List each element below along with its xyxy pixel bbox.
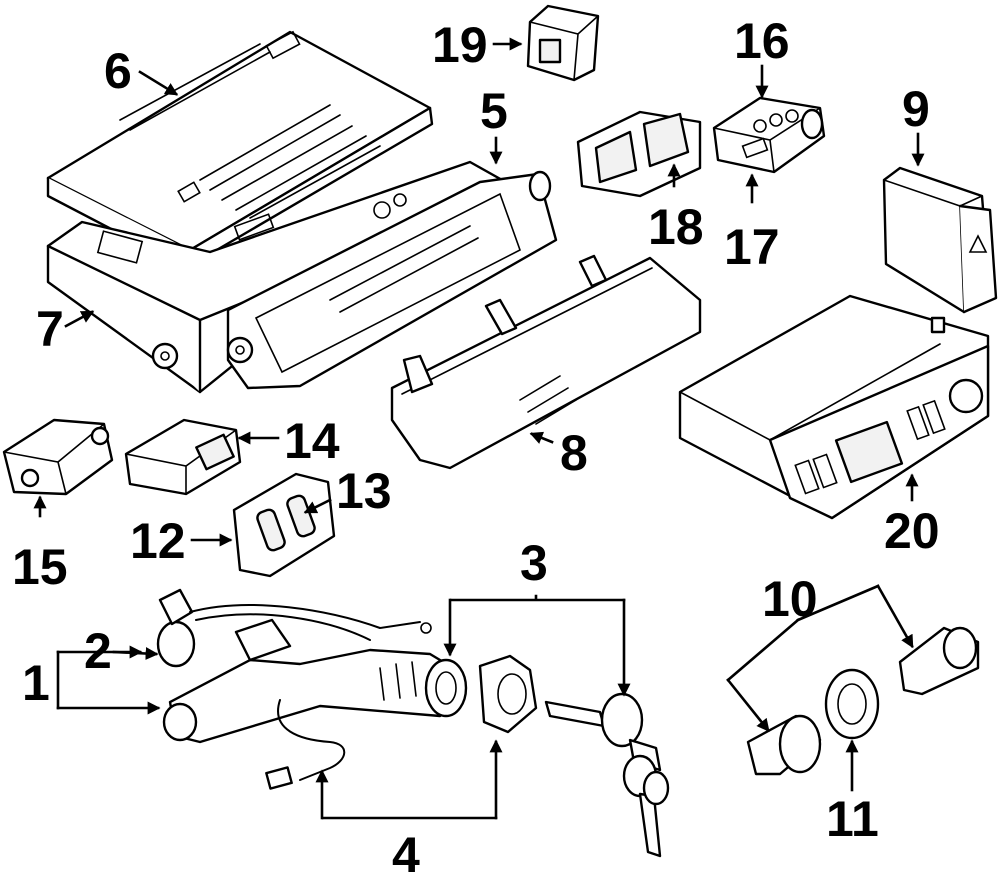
- callout-10: 10: [762, 571, 818, 627]
- callout-16: 16: [734, 13, 790, 69]
- callout-15: 15: [12, 539, 68, 595]
- callout-3: 3: [520, 535, 548, 591]
- part-14-switch: [124, 418, 242, 496]
- part-10-11-lighter: [746, 626, 980, 776]
- callout-18: 18: [648, 199, 704, 255]
- callout-7: 7: [36, 301, 64, 357]
- hazard-triangle-icon: [968, 234, 988, 253]
- callout-5: 5: [480, 83, 508, 139]
- callout-8: 8: [560, 425, 588, 481]
- callout-11: 11: [826, 791, 879, 847]
- part-3-lock-cylinder-keys: [544, 692, 670, 858]
- part-15-switch: [2, 418, 114, 496]
- part-12-13-switch-bezel: [232, 472, 336, 578]
- callout-17: 17: [724, 219, 780, 275]
- callout-1: 1: [22, 655, 50, 711]
- callout-13: 13: [336, 463, 392, 519]
- callout-4: 4: [392, 827, 420, 878]
- callout-6: 6: [104, 43, 132, 99]
- callout-12: 12: [130, 513, 186, 569]
- callout-2: 2: [84, 623, 112, 679]
- part-20-climate-control: [678, 294, 990, 520]
- callout-14: 14: [284, 413, 340, 469]
- callout-19: 19: [432, 17, 488, 73]
- callout-9: 9: [902, 81, 930, 137]
- part-18-window-switch: [576, 110, 702, 198]
- part-1-2-4-ignition-housing: [156, 588, 468, 790]
- part-9-hazard-switch: [882, 166, 998, 314]
- leader-lines: [33, 37, 925, 820]
- part-16-17-mirror-switch: [712, 96, 826, 174]
- part-4-lock-bezel: [478, 654, 538, 734]
- callout-20: 20: [884, 503, 940, 559]
- part-8-cluster-lens: [390, 254, 702, 470]
- part-19-switch: [526, 4, 600, 82]
- part-5-cluster-bezel: [226, 170, 558, 390]
- callout-labels: 1 2 3 4 5 6 7 8 9 10 11 12 13 14 15 16 1…: [12, 13, 940, 878]
- part-6-instrument-cover: [46, 30, 434, 270]
